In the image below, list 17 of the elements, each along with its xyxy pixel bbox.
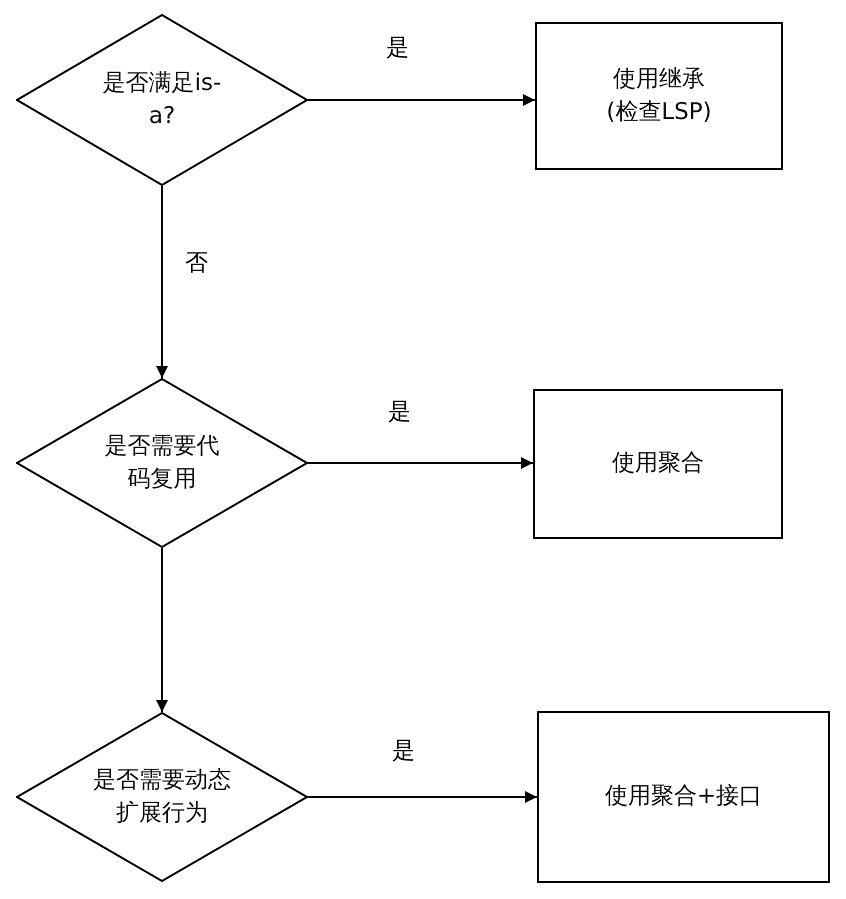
process-box — [533, 389, 783, 539]
decision-diamond — [16, 378, 308, 548]
arrow — [156, 186, 168, 378]
process-box — [537, 711, 830, 883]
arrow — [308, 94, 535, 106]
box-text: 使用继承 (检查LSP) — [605, 64, 713, 127]
decision-diamond — [16, 712, 308, 882]
decision-text: 是否需要动态扩展行为 — [92, 766, 232, 828]
box-text: 使用聚合 — [611, 449, 705, 478]
decision-text: 是否需要代码复用 — [104, 432, 220, 494]
arrow — [308, 457, 533, 469]
decision-diamond — [16, 14, 308, 186]
arrow — [308, 791, 537, 803]
arrow — [156, 548, 168, 712]
box-text: 使用聚合+接口 — [604, 782, 764, 812]
decision-text: 是否满足is-a? — [102, 68, 222, 131]
process-box — [535, 22, 783, 170]
